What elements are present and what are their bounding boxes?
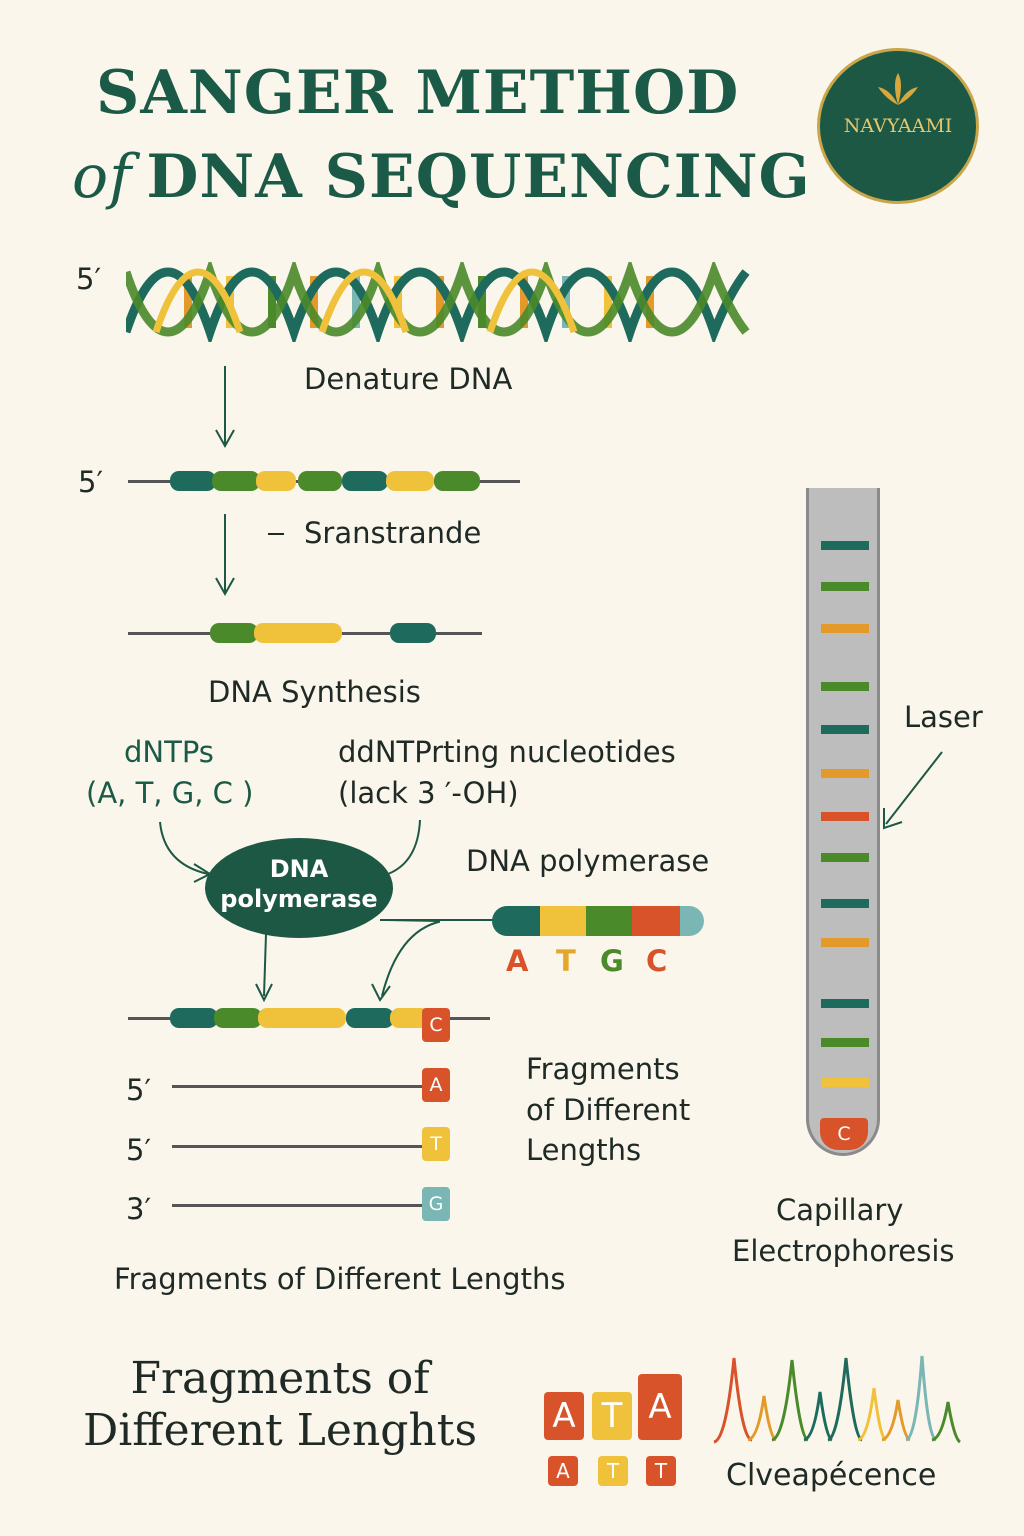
strand-segment (386, 471, 434, 491)
gel-band (821, 769, 869, 778)
tile-bottom-1: A (548, 1456, 578, 1486)
gel-band (821, 812, 869, 821)
tile-top-3: A (638, 1374, 682, 1440)
gel-band (821, 582, 869, 591)
chromatogram-label: Clveapécence (726, 1458, 937, 1493)
product-segment (258, 1008, 346, 1028)
fragments-side-line-1: Fragments (526, 1052, 680, 1086)
helix-strand-c (152, 268, 578, 334)
strand-segment (170, 471, 216, 491)
sranstrande-label: Sranstrande (304, 516, 482, 550)
helix-strand-b (126, 262, 750, 337)
gel-band (821, 725, 869, 734)
base-letter-t: T (556, 944, 576, 978)
strand-prime-label: 5′ (78, 465, 104, 499)
tile-top-2: T (592, 1392, 632, 1440)
gel-band (821, 1078, 869, 1087)
title-line-1: SANGER METHOD (96, 58, 740, 128)
capillary-caption-1: Capillary (776, 1193, 904, 1227)
gel-band (821, 624, 869, 633)
fragments-side-line-2: of Different (526, 1093, 691, 1127)
gel-band (821, 938, 869, 947)
product-terminator-tag: C (422, 1008, 450, 1042)
helix-strand-a (126, 267, 750, 342)
gel-band (821, 899, 869, 908)
enzyme-connector (380, 919, 494, 921)
synthesis-segment (210, 623, 258, 643)
gel-band (821, 853, 869, 862)
capillary-tag: C (820, 1118, 868, 1150)
dntps-label: dNTPs (124, 735, 214, 769)
synthesis-segment (254, 623, 342, 643)
fragment-1-prime: 5′ (126, 1073, 152, 1107)
fragment-3-prime: 3′ (126, 1192, 152, 1226)
helix-rungs (184, 276, 654, 328)
ddntps-note: (lack 3 ′-OH) (338, 776, 519, 810)
dna-polymerase-enzyme: DNA polymerase (205, 838, 393, 938)
gel-band (821, 1038, 869, 1047)
strand-segment (212, 471, 260, 491)
fragment-2-tag: T (422, 1127, 450, 1161)
arrow-down-icon (215, 366, 235, 449)
dash-marker (268, 533, 284, 535)
dntps-bases: (A, T, G, C ) (86, 776, 254, 810)
gel-band (821, 999, 869, 1008)
base-letter-a: A (506, 944, 529, 978)
bottom-title-line-2: Different Lenghts (82, 1405, 478, 1456)
strand-segment (298, 471, 342, 491)
tile-bottom-3: T (646, 1456, 676, 1486)
synthesis-segment (390, 623, 436, 643)
leaf-sprout-icon (878, 73, 918, 105)
product-segment (214, 1008, 262, 1028)
laser-label: Laser (904, 700, 983, 734)
tile-top-1: A (544, 1392, 584, 1440)
product-segment (170, 1008, 218, 1028)
fragment-2-line (172, 1145, 424, 1148)
product-segment (390, 1008, 430, 1028)
strand-segment (256, 471, 296, 491)
chromatogram-trace (713, 1355, 962, 1444)
product-segment (346, 1008, 394, 1028)
strand-segment (434, 471, 480, 491)
dna-double-helix (126, 262, 750, 342)
title-of: of (72, 142, 133, 212)
base-letter-g: G (600, 944, 624, 978)
logo-badge: NAVYAAMI (817, 48, 979, 204)
gel-band (821, 682, 869, 691)
title-dna-sequencing: DNA SEQUENCING (146, 142, 811, 212)
gel-band (821, 541, 869, 550)
enzyme-line-1: DNA (269, 855, 329, 883)
fragment-1-tag: A (422, 1068, 450, 1102)
capillary-caption-2: Electrophoresis (732, 1234, 955, 1268)
arrow-down-icon (215, 514, 235, 597)
fragment-3-tag: G (422, 1187, 450, 1221)
laser-arrow-icon (883, 751, 943, 830)
fragment-2-prime: 5′ (126, 1133, 152, 1167)
helix-prime-label: 5′ (76, 262, 102, 296)
bottom-title-line-1: Fragments of (130, 1353, 430, 1404)
fragment-3-line (172, 1204, 424, 1207)
denature-label: Denature DNA (304, 362, 513, 396)
dna-polymerase-label: DNA polymerase (466, 844, 710, 878)
tile-bottom-2: T (598, 1456, 628, 1486)
ddntps-label: ddNTPrting nucleotides (338, 735, 676, 769)
fragment-1-line (172, 1085, 424, 1088)
fragments-caption: Fragments of Different Lengths (114, 1262, 566, 1296)
base-letter-c: C (646, 944, 668, 978)
logo-text: NAVYAAMI (843, 115, 953, 137)
capillary-tube: C (806, 488, 880, 1156)
enzyme-line-2: polymerase (220, 885, 378, 913)
fragments-side-line-3: Lengths (526, 1133, 642, 1167)
dna-synthesis-label: DNA Synthesis (208, 675, 421, 709)
strand-segment (342, 471, 388, 491)
primer-bar (492, 906, 704, 936)
